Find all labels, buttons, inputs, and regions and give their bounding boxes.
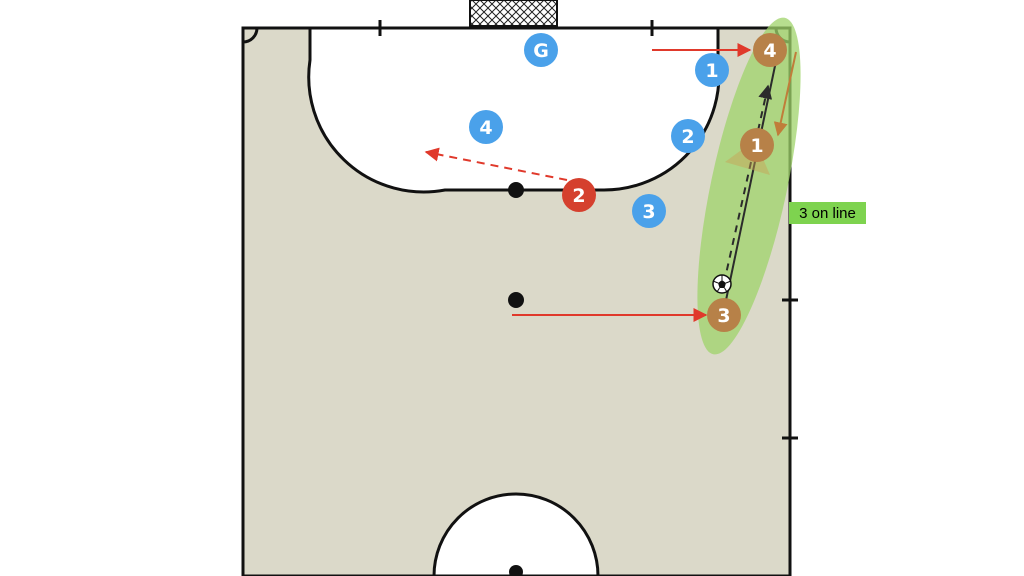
blue-player-G: G [524, 33, 558, 67]
player-label: 1 [705, 60, 718, 82]
orange-player-1: 1 [740, 128, 774, 162]
penalty-area [307, 26, 721, 194]
player-label: 2 [572, 185, 585, 207]
player-label: 1 [750, 135, 763, 157]
player-label: 3 [717, 305, 730, 327]
second-penalty-spot [508, 292, 524, 308]
player-label: 2 [681, 126, 694, 148]
goal-net-icon [469, 0, 558, 27]
blue-player-2: 2 [671, 119, 705, 153]
move-arrow-orange [773, 51, 797, 137]
orange-player-3: 3 [707, 298, 741, 332]
soccer-ball-icon [712, 274, 732, 294]
callout-text: 3 on line [799, 204, 856, 222]
blue-player-4: 4 [469, 110, 503, 144]
blue-player-3: 3 [632, 194, 666, 228]
player-label: 3 [642, 201, 655, 223]
center-circle [432, 492, 600, 576]
center-spot [509, 565, 523, 576]
court-boundary [241, 26, 792, 576]
penalty-spot [508, 182, 524, 198]
move-arrow-red-dashed [424, 147, 568, 181]
callout-label: 3 on line [789, 202, 866, 224]
player-label: 4 [763, 40, 776, 62]
blue-player-1: 1 [695, 53, 729, 87]
orange-player-4: 4 [753, 33, 787, 67]
red-player-2: 2 [562, 178, 596, 212]
player-label: 4 [479, 117, 492, 139]
player-label: G [533, 40, 549, 62]
corner-arc [242, 27, 259, 44]
